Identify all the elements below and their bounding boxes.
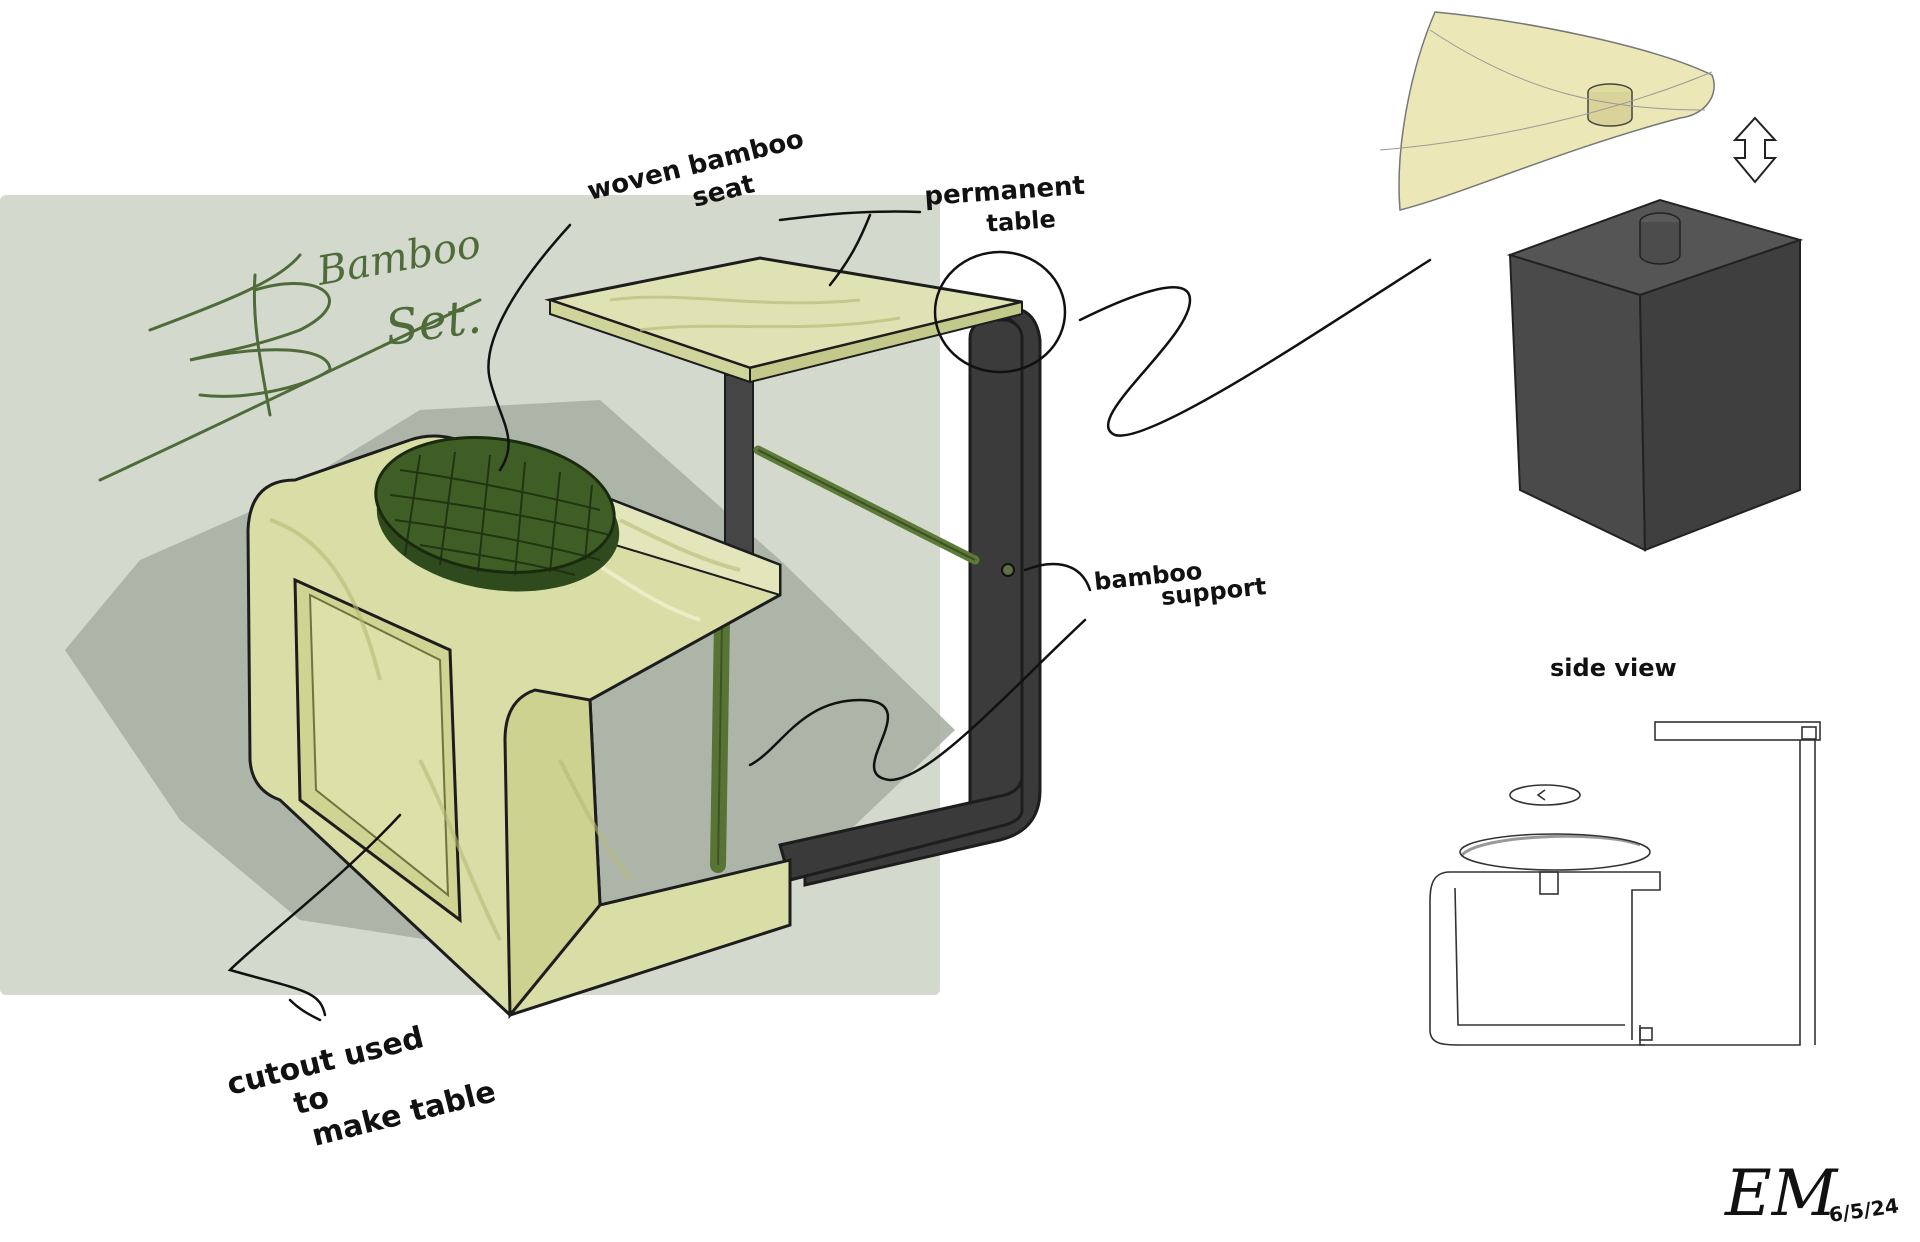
svg-text:to: to (290, 1080, 332, 1122)
side-view-sketch (1429, 721, 1821, 1046)
label-permanent-table: permanent table (923, 171, 1085, 238)
detail-dark-block (1506, 198, 1804, 552)
svg-text:make table: make table (308, 1074, 499, 1153)
svg-text:table: table (985, 205, 1056, 238)
permanent-table-top (544, 256, 1023, 384)
label-bamboo-support: bamboo support (1093, 557, 1268, 611)
script-title (98, 253, 482, 482)
rotate-arrow-icon (1509, 784, 1581, 806)
support-joint (1001, 563, 1015, 577)
side-view-label: side view (1550, 654, 1677, 682)
label-cutout: cutout used to make table (223, 1020, 499, 1154)
detail-top-piece (1379, 11, 1715, 211)
svg-text:6/5/24: 6/5/24 (1827, 1193, 1900, 1227)
svg-text:EM: EM (1724, 1157, 1839, 1231)
signature: EM 6/5/24 (1724, 1157, 1900, 1231)
bamboo-rods (710, 445, 980, 873)
leader-lines (227, 210, 1092, 1022)
title-set: Set. (382, 288, 485, 357)
woven-seat-cushion (374, 436, 620, 592)
svg-text:permanent: permanent (923, 171, 1085, 212)
detail-callout (933, 250, 1432, 437)
double-arrow-icon (1732, 116, 1778, 184)
